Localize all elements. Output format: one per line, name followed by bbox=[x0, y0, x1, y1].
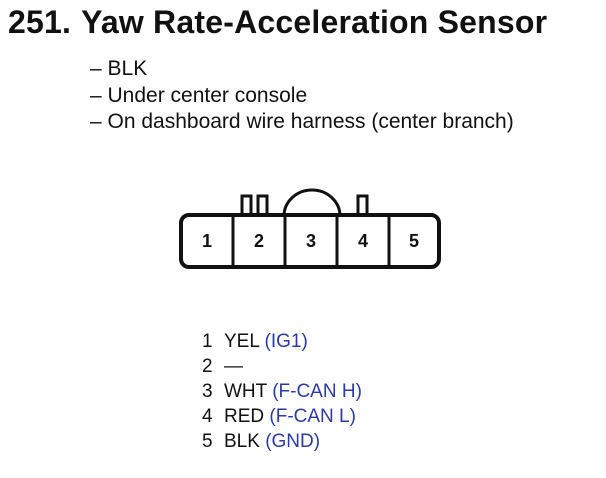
pinout-row: 4 RED (F-CAN L) bbox=[202, 404, 362, 429]
section-title: Yaw Rate-Acceleration Sensor bbox=[81, 4, 548, 40]
pin-number: 5 bbox=[202, 431, 213, 452]
pin-number: 3 bbox=[202, 381, 213, 402]
pin-label-4: 4 bbox=[358, 231, 368, 251]
pinout-row: 3 WHT (F-CAN H) bbox=[202, 379, 362, 404]
connector-diagram: 1 2 3 4 5 bbox=[179, 188, 441, 269]
wire-color: WHT bbox=[224, 381, 267, 402]
pinout-row: 2— bbox=[202, 354, 362, 379]
pin-function: (F-CAN L) bbox=[269, 406, 356, 427]
pin-label-5: 5 bbox=[409, 231, 419, 251]
wire-color: BLK bbox=[224, 431, 260, 452]
connector-key bbox=[282, 188, 342, 217]
connector-notes: – BLK – Under center console – On dashbo… bbox=[90, 56, 514, 136]
page-title: 251.Yaw Rate-Acceleration Sensor bbox=[8, 4, 547, 41]
wire-color: — bbox=[224, 356, 243, 377]
section-number: 251. bbox=[8, 4, 72, 40]
pin-function: (IG1) bbox=[264, 331, 308, 352]
pin-function: (F-CAN H) bbox=[272, 381, 362, 402]
pinout-row: 5 BLK (GND) bbox=[202, 429, 362, 454]
pin-number: 1 bbox=[202, 331, 213, 352]
pin-label-3: 3 bbox=[306, 231, 316, 251]
connector-housing bbox=[179, 213, 441, 269]
note-location: – Under center console bbox=[90, 83, 308, 107]
pin-label-1: 1 bbox=[202, 231, 212, 251]
wire-color: YEL bbox=[224, 331, 260, 352]
pin-function: (GND) bbox=[265, 431, 321, 452]
pin-label-2: 2 bbox=[254, 231, 264, 251]
note-harness: – On dashboard wire harness (center bran… bbox=[90, 110, 514, 133]
wire-color: RED bbox=[224, 406, 265, 427]
pin-number: 4 bbox=[202, 406, 213, 427]
pinout-row: 1 YEL (IG1) bbox=[202, 329, 362, 354]
pin-number: 2 bbox=[202, 356, 213, 377]
note-color: – BLK bbox=[90, 57, 148, 80]
